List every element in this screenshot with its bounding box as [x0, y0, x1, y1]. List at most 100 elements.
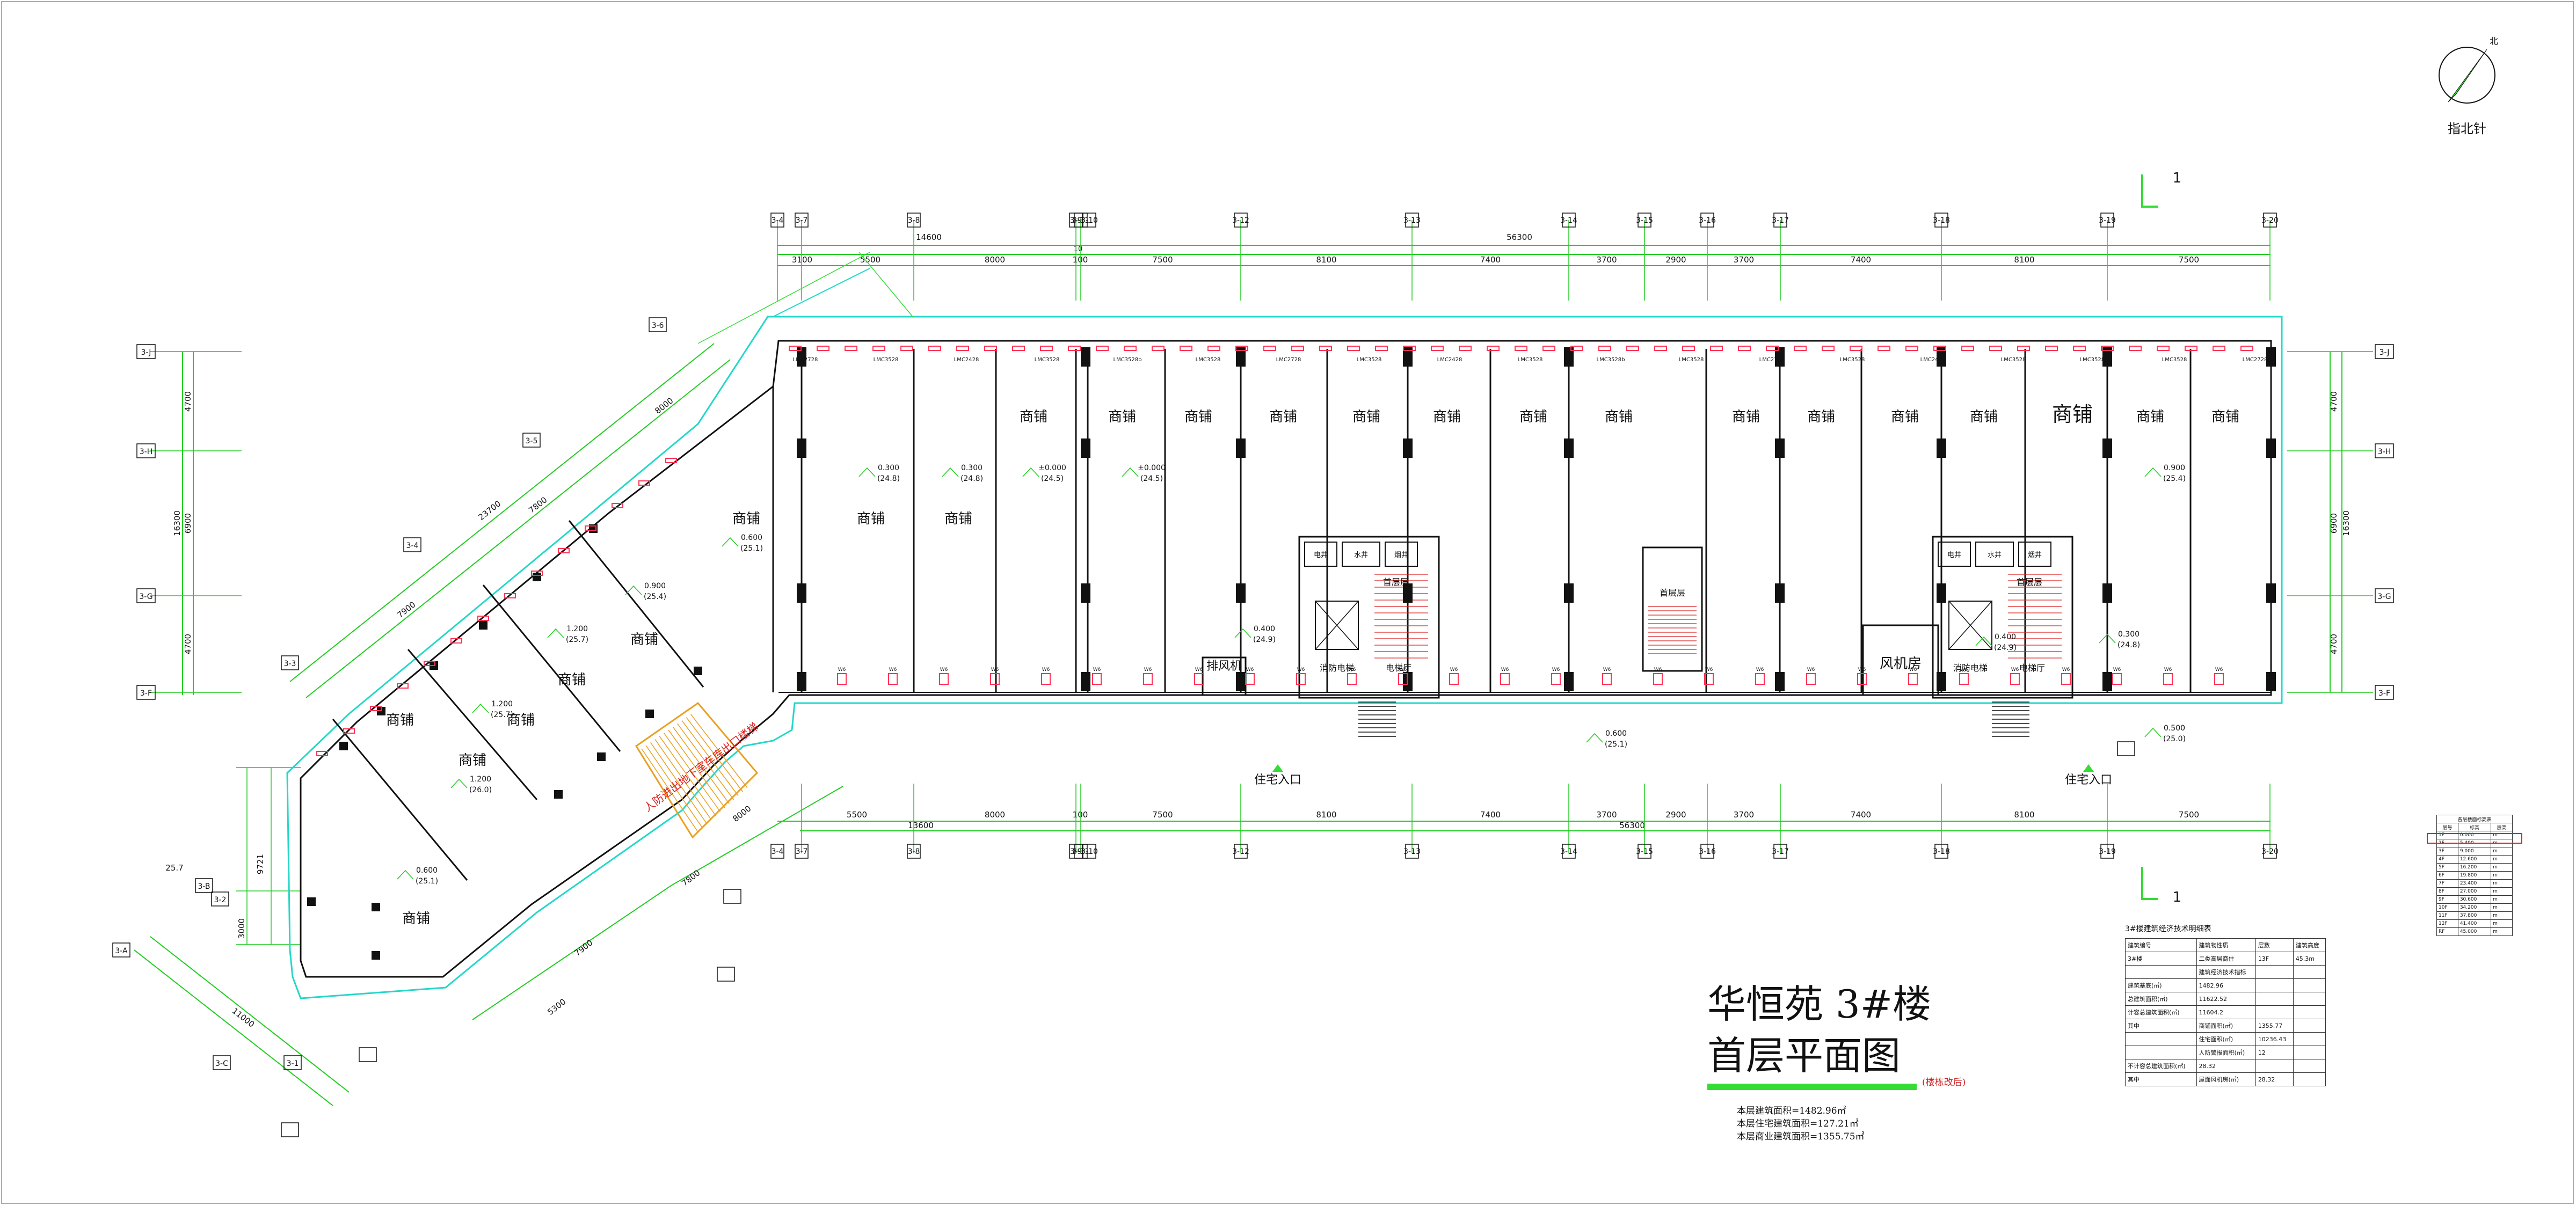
axis-bubble-bottom: [2100, 844, 2114, 859]
dim-text-bottom-lower: 13600: [908, 821, 934, 830]
axis-label-left: 3-G: [139, 593, 152, 601]
window-tag: W6: [2062, 667, 2070, 673]
window-tag: LMC2428: [954, 357, 979, 363]
dim-text-bottom: 3700: [1596, 810, 1617, 820]
structural-column: [1236, 672, 1246, 691]
window-mark: [558, 548, 570, 553]
axis-label-bottom: 3-12: [1232, 847, 1249, 856]
axis-bubble-diagonal: [522, 433, 541, 448]
economic-table-cell: [2255, 992, 2294, 1006]
structural-column: [1403, 347, 1413, 367]
economic-table-cell: 不计容总建筑面积(㎡): [2125, 1059, 2197, 1073]
window-mark: [1794, 346, 1807, 351]
dim-line-diagonal-lower: [671, 786, 843, 886]
axis-bubble-top: [1082, 213, 1096, 228]
window-mark: [2045, 346, 2058, 351]
dim-text-bottom: 7500: [1152, 810, 1173, 820]
level-height: (25.0): [2163, 735, 2186, 743]
window-mark: [1180, 346, 1192, 351]
room-label-shop: 商铺: [507, 712, 535, 728]
axis-bubble-extra: [717, 967, 735, 982]
elevation-table-cell: m: [2491, 927, 2513, 936]
axis-bubble-top: [1773, 213, 1787, 228]
window-tag: W6: [1450, 667, 1458, 673]
axis-bubble-bottom: [1234, 844, 1248, 859]
dim-text-bottom: 5500: [847, 810, 867, 820]
columns: [307, 347, 2276, 960]
dim-text-top: 3100: [792, 255, 812, 265]
level-height: (25.7): [566, 635, 588, 644]
door-mark: [1449, 673, 1459, 685]
axis-bubble-diagonal: [213, 1055, 231, 1070]
room-label-fire-elevator: 消防电梯: [1953, 663, 1988, 673]
axis-label-top: 3-18: [1933, 216, 1950, 225]
economic-table-cell: 12: [2255, 1046, 2294, 1059]
door-mark: [1245, 673, 1255, 685]
window-mark: [1598, 346, 1611, 351]
window-tag: W6: [1654, 667, 1662, 673]
dim-line-diagonal: [289, 343, 715, 682]
axis-bubble-diagonal: [281, 655, 299, 670]
economic-table-cell: 住宅面积(㎡): [2196, 1032, 2256, 1046]
section-mark-bottom: [2141, 867, 2158, 900]
axis-bubble-bottom: [1562, 844, 1576, 859]
axis-label-bottom: 3-11: [1072, 847, 1089, 856]
axis-label-bottom: 3-19: [2099, 847, 2116, 856]
axis-bubble-extra: [281, 1122, 299, 1137]
axis-bubble-right: [2375, 685, 2394, 700]
window-tag: W6: [1858, 667, 1866, 673]
axis-label-right: 3-F: [2378, 689, 2390, 698]
window-tag: LMC3528: [1357, 357, 1382, 363]
level-value: 1.200: [491, 700, 513, 708]
window-mark: [1263, 346, 1276, 351]
level-triangle: [1234, 628, 1251, 638]
level-triangle: [625, 585, 642, 595]
window-mark: [316, 751, 328, 756]
dim-text-bottom: 8000: [985, 810, 1005, 820]
window-tag: W6: [1399, 667, 1407, 673]
axis-bubble-diagonal: [403, 537, 421, 552]
structural-column: [2102, 672, 2112, 691]
dim-text-right: 16300: [2341, 510, 2351, 536]
level-value: 0.300: [878, 464, 899, 472]
elevation-table-cell: m: [2491, 887, 2513, 896]
axis-bubble-right: [2375, 588, 2394, 603]
window-mark: [872, 346, 885, 351]
shop-partition-diagonal: [482, 584, 621, 752]
axis-label-top: 3-15: [1636, 216, 1653, 225]
axis-label-bottom: 3-8: [908, 847, 920, 856]
window-tag: LMC2428: [1437, 357, 1462, 363]
economic-table-cell: [2293, 1032, 2326, 1046]
dim-text-top: 7500: [2179, 255, 2199, 265]
economic-table-cell: [2293, 1019, 2326, 1033]
axis-label-top: 3-7: [796, 216, 808, 225]
economic-table-cell: 建筑高度: [2293, 938, 2326, 952]
economic-table-row: 人防警报面积(㎡)12: [2125, 1046, 2326, 1059]
window-mark: [1515, 346, 1527, 351]
economic-table-cell: 建筑基底(㎡): [2125, 978, 2197, 992]
structural-column: [797, 583, 806, 603]
dim-text-top: 7400: [1480, 255, 1501, 265]
axis-label-top: 3-9: [1070, 216, 1082, 225]
axis-label-top: 3-10: [1081, 216, 1098, 225]
economic-table-cell: 28.32: [2196, 1059, 2256, 1073]
room-label-stair: 首层层: [1383, 577, 1409, 587]
window-mark: [477, 616, 489, 621]
axis-label-diagonal: 3-B: [198, 882, 210, 891]
window-mark: [2129, 346, 2142, 351]
axis-bubble-bottom: [1700, 844, 1714, 859]
dim-text-top: 3700: [1734, 255, 1754, 265]
window-tag: W6: [1246, 667, 1254, 673]
door-mark: [1908, 673, 1918, 685]
window-tag: W6: [1042, 667, 1050, 673]
window-mark: [397, 683, 409, 689]
axis-label-left: 3-F: [140, 689, 152, 698]
basement-stair-tread: [690, 714, 748, 788]
room-labels: 电井水井烟井首层层消防电梯电梯厅电井水井烟井首层层消防电梯电梯厅首层层风机房排风…: [386, 403, 2239, 927]
